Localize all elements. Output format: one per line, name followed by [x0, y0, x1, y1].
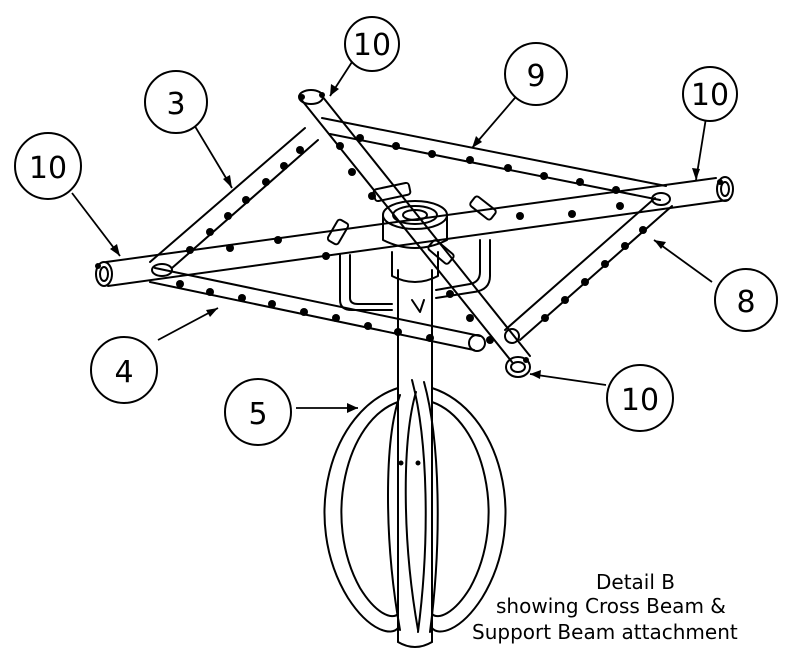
beam-9 [321, 117, 667, 201]
callout-4: 4 [90, 336, 158, 404]
support-frame [323, 379, 507, 633]
svg-text:8: 8 [736, 285, 755, 320]
callout-3: 3 [144, 70, 208, 134]
beam-joints [151, 192, 671, 352]
detail-line-1: showing Cross Beam & [496, 594, 726, 618]
svg-text:10: 10 [29, 151, 67, 186]
callout-10-right: 10 [682, 66, 738, 122]
callout-9: 9 [504, 42, 568, 106]
detail-title: Detail B [596, 570, 675, 594]
svg-text:5: 5 [248, 397, 267, 432]
callout-8: 8 [714, 268, 778, 332]
detail-line-2: Support Beam attachment [472, 620, 738, 644]
beam-4 [149, 267, 481, 351]
svg-text:9: 9 [526, 59, 545, 94]
svg-text:3: 3 [166, 87, 185, 122]
svg-text:10: 10 [621, 383, 659, 418]
bolt-dots [95, 92, 723, 363]
callout-10-bottom: 10 [606, 364, 674, 432]
svg-text:10: 10 [691, 78, 729, 113]
beam-3 [149, 127, 319, 269]
callout-5: 5 [224, 378, 292, 446]
callout-10-left: 10 [14, 132, 82, 200]
svg-text:4: 4 [114, 355, 133, 390]
callout-10-top: 10 [344, 16, 400, 72]
leader-arrowheads [110, 84, 700, 413]
svg-text:10: 10 [353, 28, 391, 63]
